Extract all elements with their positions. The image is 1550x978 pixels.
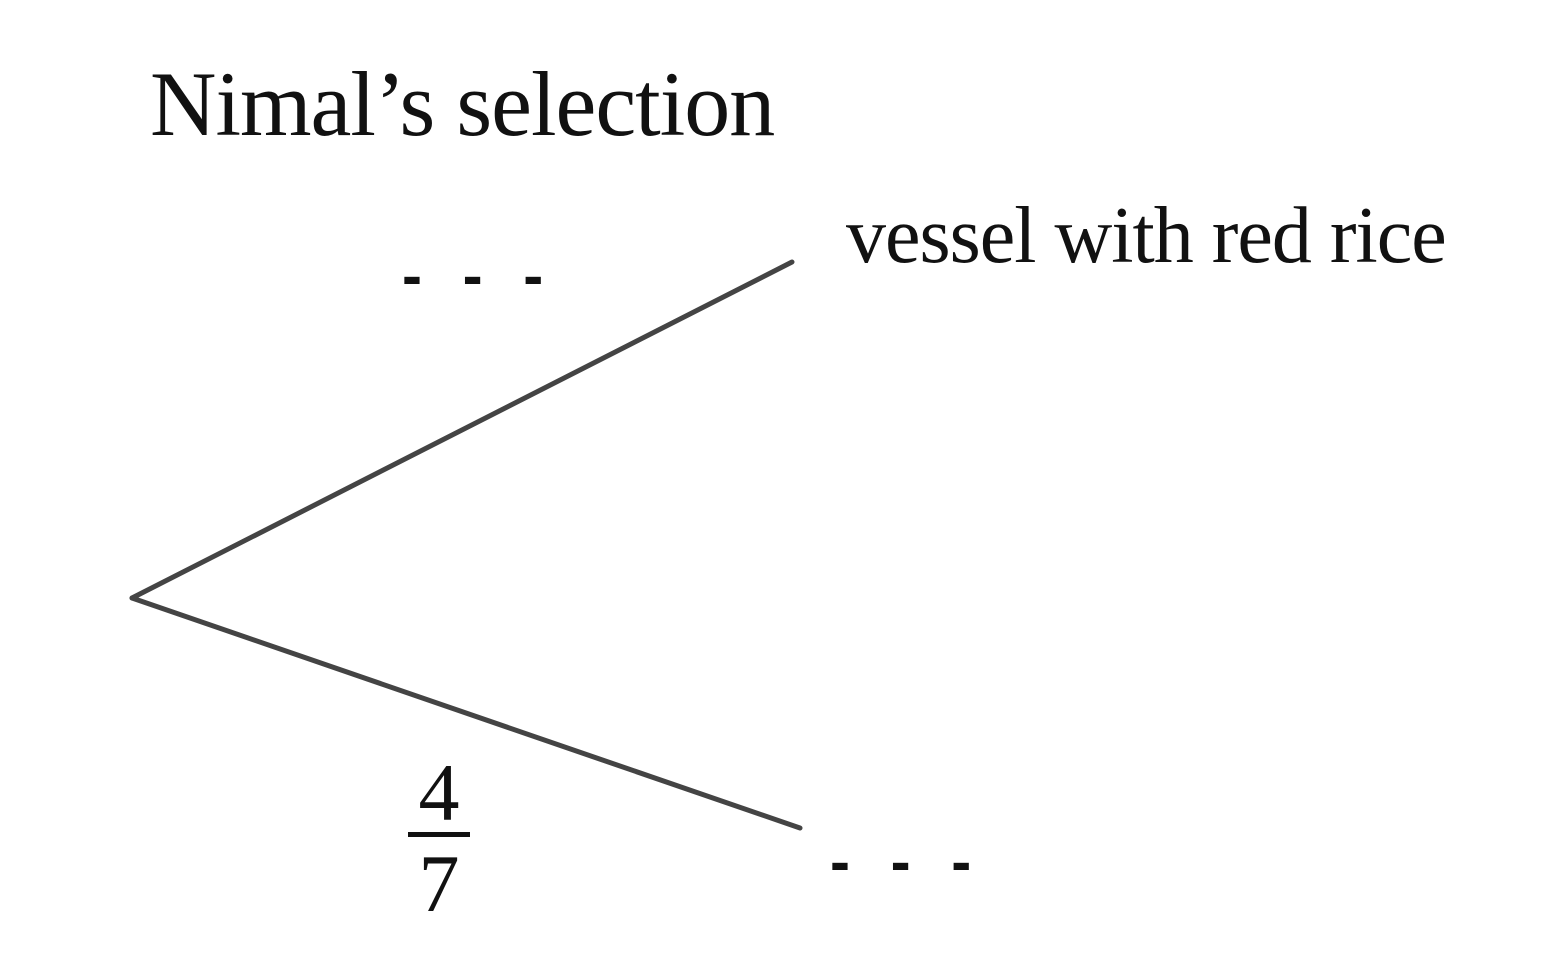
fraction-bar (408, 832, 470, 837)
fraction-numerator: 4 (418, 747, 460, 838)
upper-branch-line (129, 259, 795, 601)
upper-branch-outcome-label: vessel with red rice (846, 192, 1447, 280)
lower-branch-outcome-blank: - - - (830, 828, 984, 895)
lower-branch-line (129, 595, 803, 831)
diagram-title: Nimal’s selection (150, 53, 775, 155)
upper-branch-probability-blank: - - - (402, 242, 556, 309)
lower-branch-probability: 4 7 (404, 752, 474, 925)
fraction-denominator: 7 (418, 838, 460, 929)
